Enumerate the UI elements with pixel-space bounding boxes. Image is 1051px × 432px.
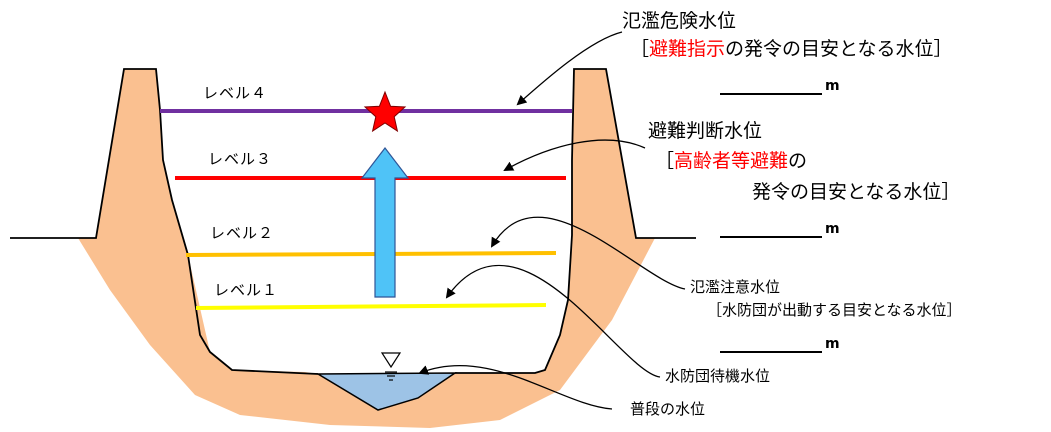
leader-evac-decision [503,139,646,171]
flood-danger-blank-line [720,93,822,95]
normal-water-pool [315,372,458,411]
danger-star-icon [363,90,407,133]
leader-standby [445,265,661,378]
evac-decision-title: 避難判断水位 [648,120,763,142]
level-1-label: レベル１ [214,281,279,299]
embankment-outline [10,68,696,375]
standby-title: 水防団待機水位 [665,367,771,385]
flood-danger-rest-text: の発令の目安となる水位］ [725,38,953,60]
evac-decision-red-text: 高齢者等避難 [674,150,789,172]
flood-caution-unit: m [825,336,840,352]
evac-decision-blank-line [720,236,822,238]
flood-danger-red-text: 避難指示 [649,38,726,60]
flood-caution-blank-line [720,351,822,353]
flood-danger-bracket: ［ [630,38,650,60]
level-2-label: レベル２ [210,224,275,242]
flood-danger-unit: m [825,78,840,94]
flood-danger-title: 氾濫危険水位 [622,10,737,32]
flood-danger-subtitle: ［避難指示の発令の目安となる水位］ [630,40,952,59]
rising-water-arrow [360,147,410,298]
water-level-marker-icon [380,352,402,381]
leader-flood-caution [490,216,686,290]
evac-decision-unit: m [825,221,840,237]
evac-decision-line2: 発令の目安となる水位］ [752,181,961,203]
flood-caution-title: 氾濫注意水位 [690,278,781,296]
evac-decision-bracket: ［ [655,150,675,172]
level-1-line [195,303,547,310]
leader-normal [418,364,613,410]
leader-flood-danger [516,31,623,106]
embankment-fill [78,69,655,428]
annotation-leaders [418,31,686,410]
normal-level-title: 普段の水位 [630,400,706,418]
level-3-label: レベル３ [208,150,273,168]
level-4-label: レベル４ [203,84,268,102]
level-2-line [185,251,557,257]
evac-decision-rest-text: の [788,150,808,172]
evac-decision-subtitle: ［高齢者等避難の [655,152,807,171]
flood-caution-line2: ［水防団が出動する目安となる水位］ [707,301,962,319]
